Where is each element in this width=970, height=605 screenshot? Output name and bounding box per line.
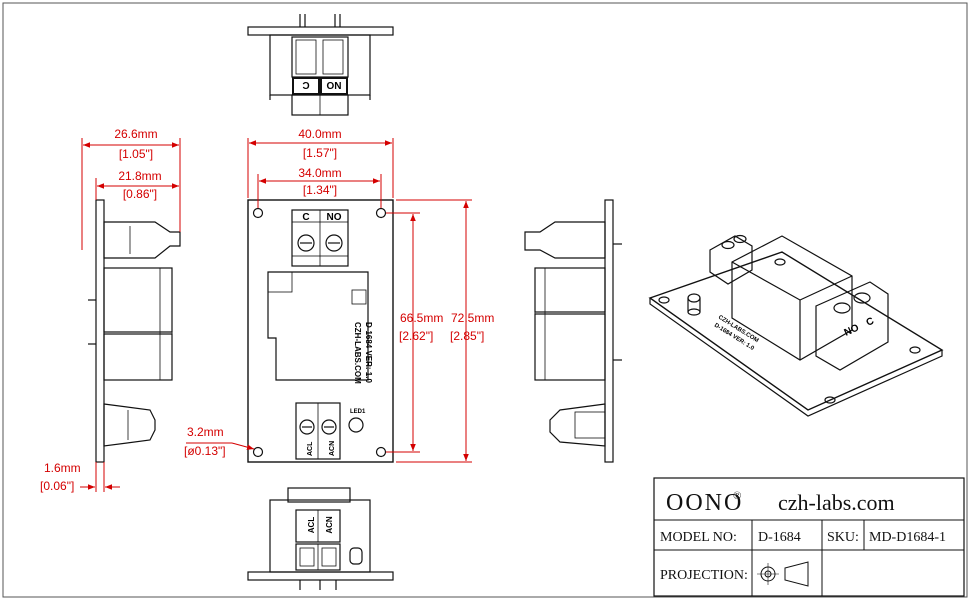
top-view: C NO (247, 14, 394, 116)
bottom-view: ACL ACN (247, 487, 394, 590)
top-view-no-label: NO (326, 79, 341, 90)
projection-label: PROJECTION: (660, 568, 748, 583)
dim-depth-mm: 21.8mm (118, 169, 161, 183)
dim-hole-spacing-y-mm: 66.5mm (400, 311, 443, 325)
bottom-view-acl-label: ACL (307, 517, 316, 534)
dim-overall-width-in: [1.05"] (119, 147, 153, 161)
dim-overall-width-mm: 26.6mm (114, 127, 157, 141)
led-label: LED1 (350, 409, 366, 415)
dim-hole-spacing-x-in: [1.34"] (303, 183, 337, 197)
screw-icon (299, 419, 315, 435)
dim-depth-in: [0.86"] (123, 187, 157, 201)
dim-pcb-thickness-mm: 1.6mm (44, 461, 81, 475)
silk-version: D-1684 VER: 1.0 (364, 322, 373, 383)
terminal-c-label: C (302, 212, 309, 223)
dim-hole-dia-in: [ø0.13"] (184, 444, 226, 458)
terminal-no-label: NO (327, 212, 342, 223)
isometric-view: NO C CZH-LABS.COM D-1684 VER: 1.0 (648, 234, 944, 417)
dim-board-width-in: [1.57"] (303, 146, 337, 160)
screw-icon (325, 234, 343, 252)
third-angle-projection-icon (757, 561, 809, 587)
terminal-acl-label: ACL (307, 441, 314, 456)
bottom-view-acn-label: ACN (325, 516, 334, 534)
top-view-c-label: C (302, 79, 309, 90)
dim-board-height-in: [2.85"] (450, 329, 484, 343)
mounting-hole (252, 446, 264, 458)
sku-value: MD-D1684-1 (869, 530, 946, 545)
dim-board-width-mm: 40.0mm (298, 127, 341, 141)
dimension-annotations: 26.6mm [1.05"] 21.8mm [0.86"] 40.0mm [1.… (40, 127, 494, 493)
led-icon (348, 417, 364, 433)
screw-icon (321, 419, 337, 435)
silk-website: CZH-LABS.COM (353, 322, 362, 384)
mounting-hole (375, 207, 387, 219)
relay-outline (267, 271, 369, 381)
brand-name: OONO (666, 490, 743, 516)
sku-label: SKU: (827, 530, 859, 545)
front-view-board: C NO CZH-LABS.COM D-1684 VER: 1.0 ACL AC… (247, 199, 394, 463)
dim-board-height-mm: 72.5mm (451, 311, 494, 325)
model-label: MODEL NO: (660, 530, 737, 545)
screw-icon (297, 234, 315, 252)
dim-hole-dia-mm: 3.2mm (187, 425, 224, 439)
mounting-hole (375, 446, 387, 458)
terminal-acn-label: ACN (329, 441, 336, 456)
model-value: D-1684 (758, 530, 801, 545)
dim-pcb-thickness-in: [0.06"] (40, 479, 74, 493)
dim-hole-spacing-x-mm: 34.0mm (298, 166, 341, 180)
pcb-outline (247, 199, 394, 463)
title-block: OONO ® czh-labs.com MODEL NO: D-1684 SKU… (653, 477, 965, 597)
mounting-hole (252, 207, 264, 219)
brand-registered-mark: ® (733, 490, 741, 502)
dim-hole-spacing-y-in: [2.62"] (399, 329, 433, 343)
left-side-view (88, 199, 181, 463)
iso-c-label: C (865, 316, 876, 329)
right-side-view (524, 199, 622, 463)
website-text: czh-labs.com (778, 490, 895, 515)
